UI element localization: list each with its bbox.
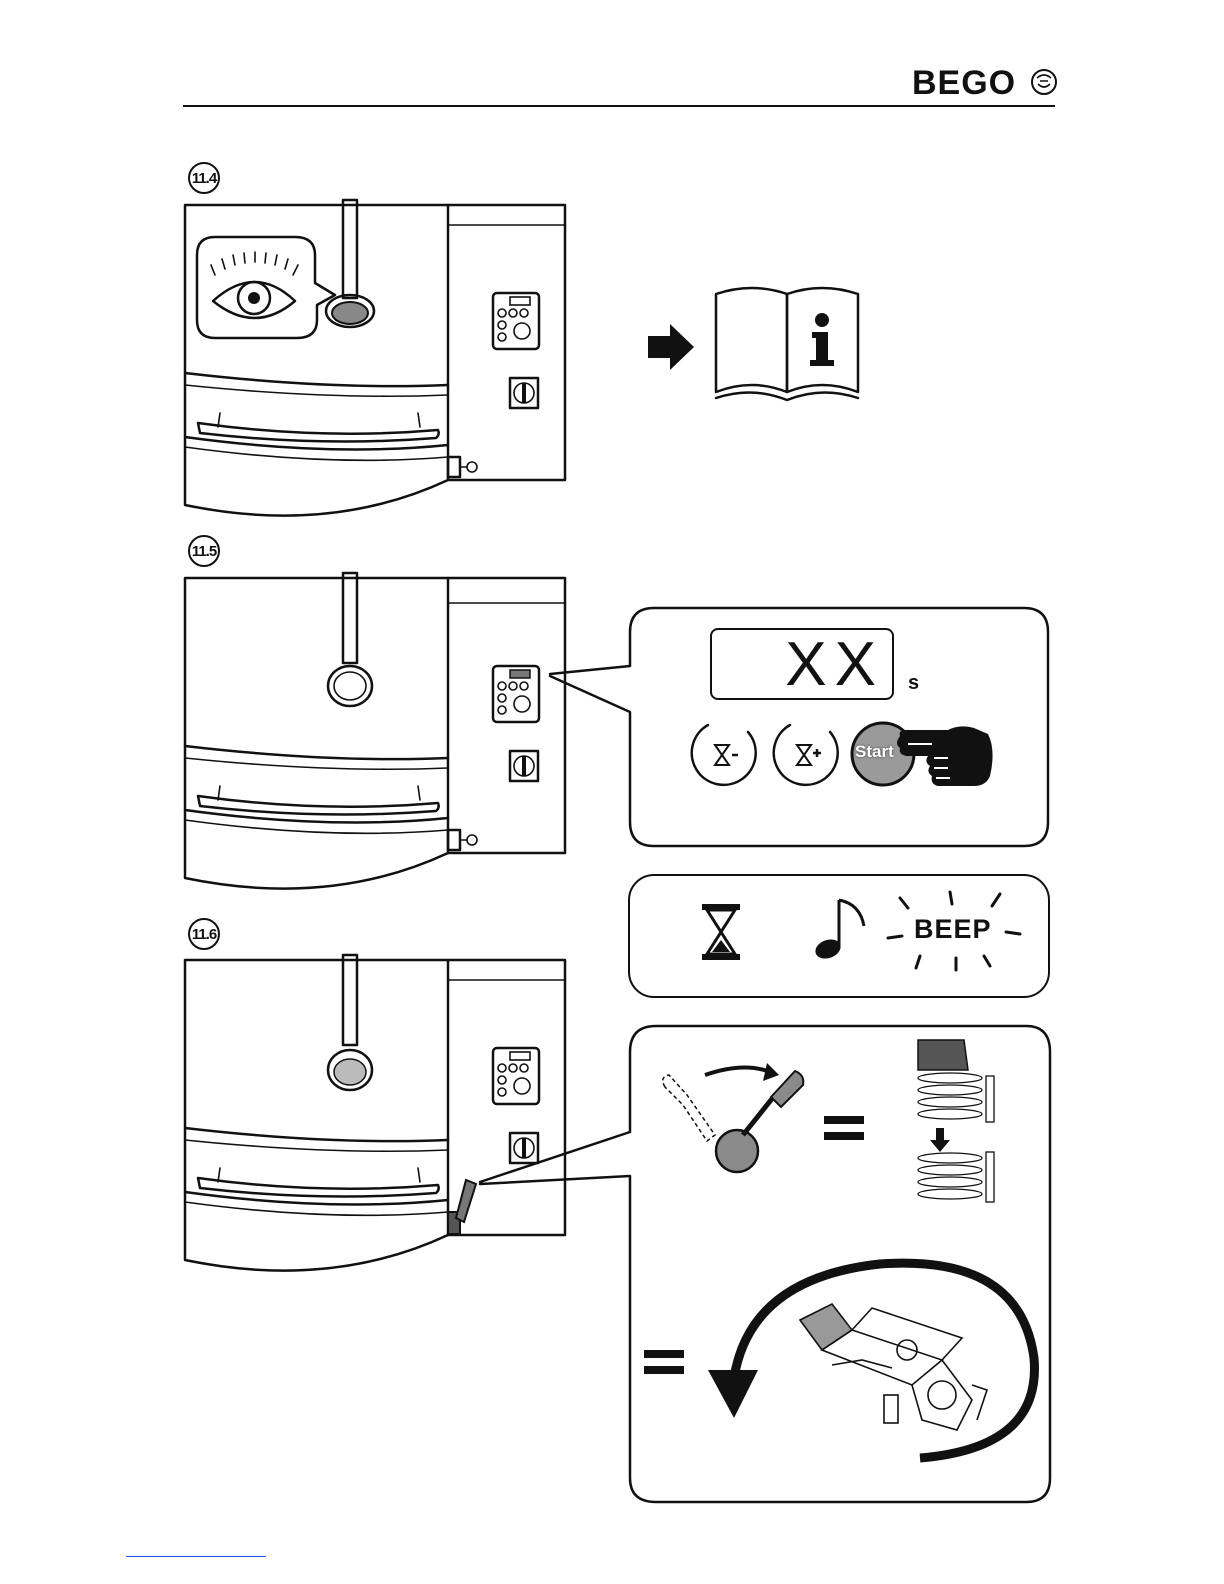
- brand-logo: BEGO: [912, 66, 1016, 100]
- coil-spring-icon: [910, 1036, 1010, 1206]
- hourglass-plus-icon[interactable]: [770, 720, 840, 790]
- pointing-hand-icon: [890, 710, 1000, 790]
- footer-link-rule: [126, 1556, 266, 1557]
- step-badge-11-6: 11.6: [188, 918, 220, 950]
- centrifuge-mechanism-icon: [792, 1290, 992, 1440]
- lever-handle-icon[interactable]: [655, 1055, 825, 1175]
- step-badge-11-4: 11.4: [188, 162, 220, 194]
- header-rule: [183, 105, 1055, 107]
- step-badge-11-5: 11.5: [188, 535, 220, 567]
- beep-label: BEEP: [914, 914, 992, 945]
- timer-display: XX: [710, 628, 894, 700]
- hourglass-icon: [698, 902, 746, 964]
- manual-info-icon: [712, 282, 862, 407]
- hourglass-minus-icon[interactable]: [688, 720, 758, 790]
- arrow-right-icon: [648, 322, 698, 372]
- equals-icon: [822, 1114, 866, 1144]
- bego-seal-icon: [1030, 68, 1058, 96]
- brand-name: BEGO: [912, 64, 1016, 102]
- machine-illustration-11-5: [180, 568, 570, 903]
- timer-unit: s: [908, 672, 919, 695]
- eye-inspection-icon: [195, 235, 380, 345]
- music-note-icon: [808, 894, 872, 964]
- equals-icon-2: [642, 1348, 686, 1378]
- start-button-label[interactable]: Start: [855, 742, 894, 762]
